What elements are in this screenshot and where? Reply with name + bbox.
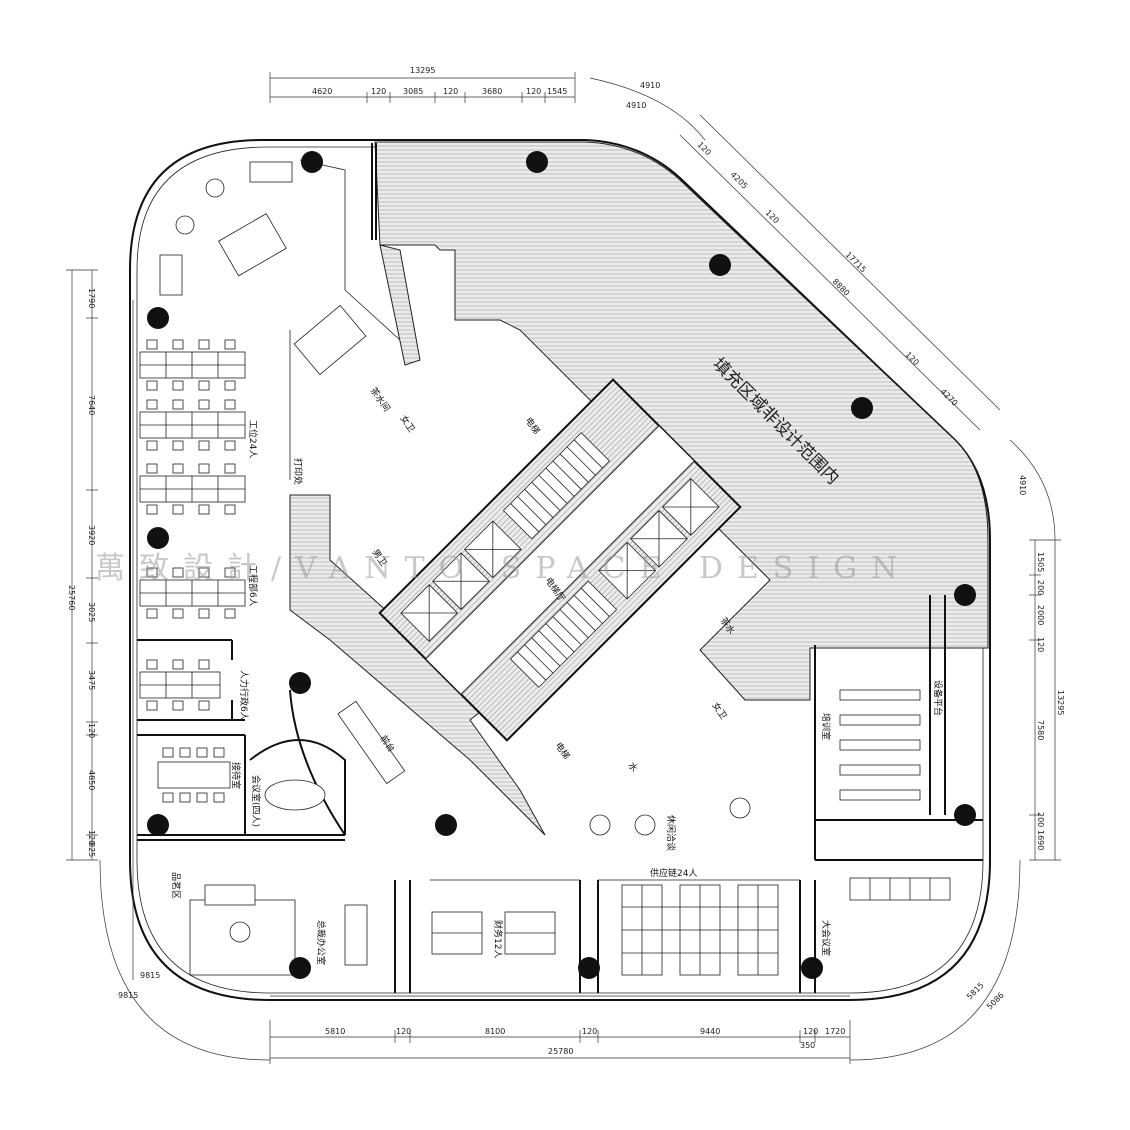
room-equipment: 设备平台 bbox=[932, 680, 944, 716]
dim-left-4: 3025 bbox=[87, 602, 96, 622]
dim-right-labels: 13295 1505 200 2000 120 7580 200 1690 bbox=[1036, 552, 1065, 850]
dim-right-3: 2000 bbox=[1036, 605, 1045, 625]
dim-ne-2: 4205 bbox=[729, 170, 750, 191]
dim-corner-labels: 9815 9815 5815 5086 bbox=[118, 971, 1006, 1011]
room-workstation-24: 工位24人 bbox=[247, 420, 259, 458]
dim-left-8: 120 bbox=[87, 830, 96, 845]
room-reception: 接待室 bbox=[230, 762, 242, 789]
elevator-bank bbox=[400, 478, 720, 642]
dim-left-total: 25760 bbox=[67, 585, 76, 610]
structural-columns bbox=[147, 151, 976, 979]
dim-bottom-2: 120 bbox=[396, 1027, 411, 1036]
room-female-wc: 女卫 bbox=[398, 413, 418, 435]
dim-bottom-5: 9440 bbox=[700, 1027, 720, 1036]
room-engineering-6: 工程部6人 bbox=[247, 565, 259, 607]
room-meeting: 会议室(四人) bbox=[250, 775, 262, 827]
room-big-meeting: 大会议室 bbox=[820, 920, 832, 956]
dim-bottom-3: 8100 bbox=[485, 1027, 505, 1036]
dim-radius-right: 4910 bbox=[1018, 475, 1027, 495]
dim-bottom-extra: 350 bbox=[800, 1041, 815, 1050]
room-finance-12: 财务12人 bbox=[492, 920, 504, 958]
dim-left-1: 1790 bbox=[87, 288, 96, 308]
dim-se-b: 5086 bbox=[985, 991, 1006, 1012]
dim-top-1: 4620 bbox=[312, 87, 332, 96]
dim-left-5: 3475 bbox=[87, 670, 96, 690]
dim-radius-top2: 4910 bbox=[626, 101, 646, 110]
room-female-wc2: 女卫 bbox=[710, 700, 730, 722]
lounge-furniture bbox=[159, 161, 367, 376]
dim-sw-b: 9815 bbox=[118, 991, 138, 1000]
room-training: 培训室 bbox=[820, 713, 832, 740]
dim-top-4: 120 bbox=[443, 87, 458, 96]
non-design-area bbox=[289, 141, 989, 836]
room-ceo-office: 总裁办公室 bbox=[315, 920, 327, 965]
watermark: 萬致設計/VANTO SPACE DESIGN bbox=[95, 551, 911, 586]
dim-right-1: 1505 bbox=[1036, 552, 1045, 572]
dim-radius-top: 4910 bbox=[640, 81, 660, 90]
workstations-bottom bbox=[204, 884, 779, 976]
dimension-lines bbox=[66, 72, 1061, 1064]
dim-left-9: 825 bbox=[87, 842, 96, 857]
dim-right-5: 7580 bbox=[1036, 720, 1045, 740]
dim-right-total: 13295 bbox=[1056, 690, 1065, 715]
workstations-left bbox=[139, 339, 326, 811]
training-seats bbox=[839, 689, 951, 901]
dim-right-4: 120 bbox=[1036, 637, 1045, 652]
room-sales-24: 供应链24人 bbox=[650, 867, 697, 879]
service-core bbox=[378, 378, 742, 742]
dim-right-6: 200 bbox=[1036, 812, 1045, 827]
dim-ne-5: 120 bbox=[904, 350, 921, 367]
leisure-tables bbox=[589, 797, 751, 836]
room-showroom: 品茗区 bbox=[170, 872, 181, 899]
dim-ne-4: 8880 bbox=[831, 277, 852, 298]
room-hr-6: 人力行政6人 bbox=[238, 670, 250, 721]
room-elevator-a: 电梯 bbox=[523, 415, 543, 437]
room-leisure: 休闲洽谈 bbox=[665, 815, 677, 851]
room-water: 水 bbox=[626, 760, 641, 774]
dim-left-3: 3920 bbox=[87, 525, 96, 545]
dim-left-2: 7640 bbox=[87, 395, 96, 415]
dim-bottom-7: 1720 bbox=[825, 1027, 845, 1036]
dim-ne-3: 120 bbox=[764, 208, 781, 225]
room-elevator-b: 电梯 bbox=[553, 740, 573, 762]
dim-top-7: 1545 bbox=[547, 87, 567, 96]
dim-bottom-6: 120 bbox=[803, 1027, 818, 1036]
room-print: 打印处 bbox=[292, 458, 304, 485]
dim-left-7: 4850 bbox=[87, 770, 96, 790]
room-pantry: 茶水间 bbox=[368, 385, 393, 414]
dim-right-2: 200 bbox=[1036, 580, 1045, 595]
dim-left-6: 120 bbox=[87, 723, 96, 738]
stairs bbox=[502, 432, 618, 688]
dim-bottom-4: 120 bbox=[582, 1027, 597, 1036]
dim-top-5: 3680 bbox=[482, 87, 502, 96]
dim-ne-1: 120 bbox=[696, 140, 713, 157]
dim-sw-a: 9815 bbox=[140, 971, 160, 980]
dim-right-7: 1690 bbox=[1036, 830, 1045, 850]
dim-se-a: 5815 bbox=[965, 981, 986, 1002]
dim-top-2: 120 bbox=[371, 87, 386, 96]
dim-ne-total: 17715 bbox=[844, 250, 868, 274]
dim-bottom-total: 25780 bbox=[548, 1047, 573, 1056]
dim-top-3: 3085 bbox=[403, 87, 423, 96]
dim-top-total: 13295 bbox=[410, 66, 435, 75]
dim-top-6: 120 bbox=[526, 87, 541, 96]
dim-bottom-1: 5810 bbox=[325, 1027, 345, 1036]
dim-ne-6: 4270 bbox=[939, 387, 960, 408]
dim-left-labels: 25760 1790 7640 3920 3025 3475 120 4850 … bbox=[67, 288, 96, 857]
partitions bbox=[137, 143, 983, 993]
